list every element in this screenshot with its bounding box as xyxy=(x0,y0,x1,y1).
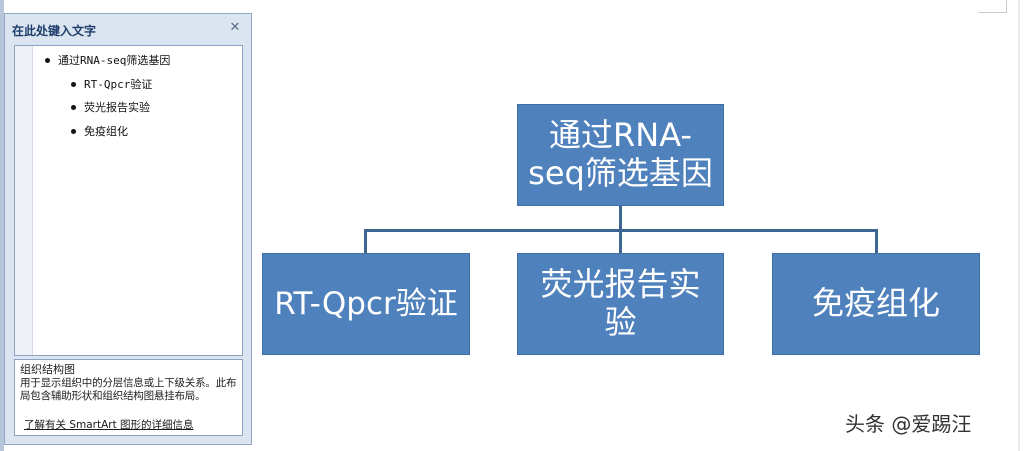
bullet-dot-icon xyxy=(71,104,76,110)
bullet-text: 免疫组化 xyxy=(84,125,128,138)
bullet-dot-icon xyxy=(71,128,76,134)
bullet-item-level2[interactable]: 荧光报告实验 xyxy=(71,99,150,115)
bullet-text: 荧光报告实验 xyxy=(84,101,150,114)
bullet-dot-icon xyxy=(71,81,76,87)
child-shape-label: 免疫组化 xyxy=(811,284,940,323)
smartart-help-link[interactable]: 了解有关 SmartArt 图形的详细信息 xyxy=(24,419,194,431)
text-area-gutter xyxy=(15,46,33,355)
close-icon[interactable]: ✕ xyxy=(229,20,241,35)
bullet-dot-icon xyxy=(45,57,50,63)
layout-name: 组织结构图 xyxy=(20,363,75,376)
bullet-text: RT-Qpcr验证 xyxy=(84,78,153,91)
bullet-item-level2[interactable]: RT-Qpcr验证 xyxy=(71,76,152,92)
text-pane-title: 在此处键入文字 xyxy=(12,24,97,38)
watermark: 头条 @爱踢汪 xyxy=(845,412,972,436)
child-shape-label: RT-Qpcr验证 xyxy=(274,285,458,322)
layout-description-box: 组织结构图 用于显示组织中的分层信息或上下级关系。此布局包含辅助形状和组织结构图… xyxy=(14,359,243,436)
left-edge-strip xyxy=(0,0,4,451)
connector-child-1 xyxy=(364,229,367,253)
connector-child-3 xyxy=(875,229,878,253)
bullet-text: 通过RNA-seq筛选基因 xyxy=(58,54,171,67)
root-shape[interactable]: 通过RNA-seq筛选基因 xyxy=(517,104,724,206)
page-edge xyxy=(1018,0,1020,451)
bullet-text-area[interactable]: 通过RNA-seq筛选基因 RT-Qpcr验证 荧光报告实验 免疫组化 xyxy=(14,45,243,356)
child-shape-1[interactable]: RT-Qpcr验证 xyxy=(262,253,470,355)
bullet-item-level1[interactable]: 通过RNA-seq筛选基因 xyxy=(45,52,170,68)
child-shape-3[interactable]: 免疫组化 xyxy=(772,253,980,355)
child-shape-label: 荧光报告实验 xyxy=(540,265,701,341)
bullet-item-level2[interactable]: 免疫组化 xyxy=(71,123,128,139)
child-shape-2[interactable]: 荧光报告实验 xyxy=(517,253,724,355)
smartart-text-pane: 在此处键入文字 ✕ 通过RNA-seq筛选基因 RT-Qpcr验证 荧光报告实验… xyxy=(4,13,252,445)
layout-description: 用于显示组织中的分层信息或上下级关系。此布局包含辅助形状和组织结构图悬挂布局。 xyxy=(20,377,237,402)
connector-child-2 xyxy=(619,229,622,253)
page-corner-mark xyxy=(978,0,1007,13)
connector-root-down xyxy=(619,205,622,231)
text-pane-header: 在此处键入文字 ✕ xyxy=(5,14,251,44)
root-shape-label: 通过RNA-seq筛选基因 xyxy=(528,116,713,192)
